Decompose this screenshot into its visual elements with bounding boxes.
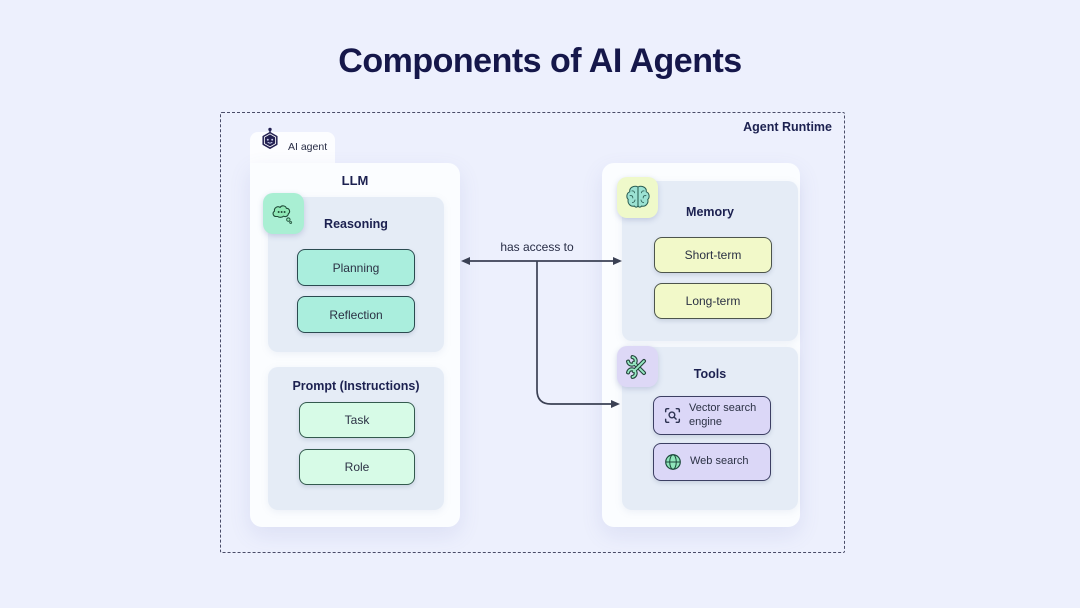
planning-node: Planning [297,249,415,286]
prompt-title: Prompt (Instructions) [292,379,420,393]
scan-search-icon [663,406,682,425]
short-term-node: Short-term [654,237,772,273]
reflection-node: Reflection [297,296,415,333]
llm-title: LLM [341,173,369,188]
robot-hexagon-icon [257,127,283,160]
globe-icon [663,452,683,472]
llm-panel: LLM Reasoning Planning Reflection Prompt… [250,163,460,527]
reasoning-title: Reasoning [324,217,388,231]
vector-search-label: Vector search engine [689,401,757,428]
memory-panel: Memory Short-term Long-term [622,181,798,341]
vector-search-node: Vector search engine [653,396,771,435]
prompt-panel: Prompt (Instructions) Task Role [268,367,444,510]
page-title: Components of AI Agents [338,42,742,80]
web-search-label: Web search [690,455,749,468]
agent-runtime-label: Agent Runtime [743,120,832,134]
ai-agent-label: AI agent [288,141,328,153]
web-search-node: Web search [653,443,771,481]
ai-agent-tab: AI agent [250,127,335,164]
connector-label: has access to [500,240,574,254]
tools-title: Tools [693,367,727,381]
role-node: Role [299,449,415,485]
brain-icon [617,177,658,218]
memory-tools-panel: Memory Short-term Long-term Tools [602,163,800,527]
crossed-wrenches-icon [617,346,658,387]
memory-title: Memory [686,205,734,219]
agent-runtime-container: Agent Runtime [220,112,845,553]
long-term-node: Long-term [654,283,772,319]
task-node: Task [299,402,415,438]
thought-cloud-icon [263,193,304,234]
